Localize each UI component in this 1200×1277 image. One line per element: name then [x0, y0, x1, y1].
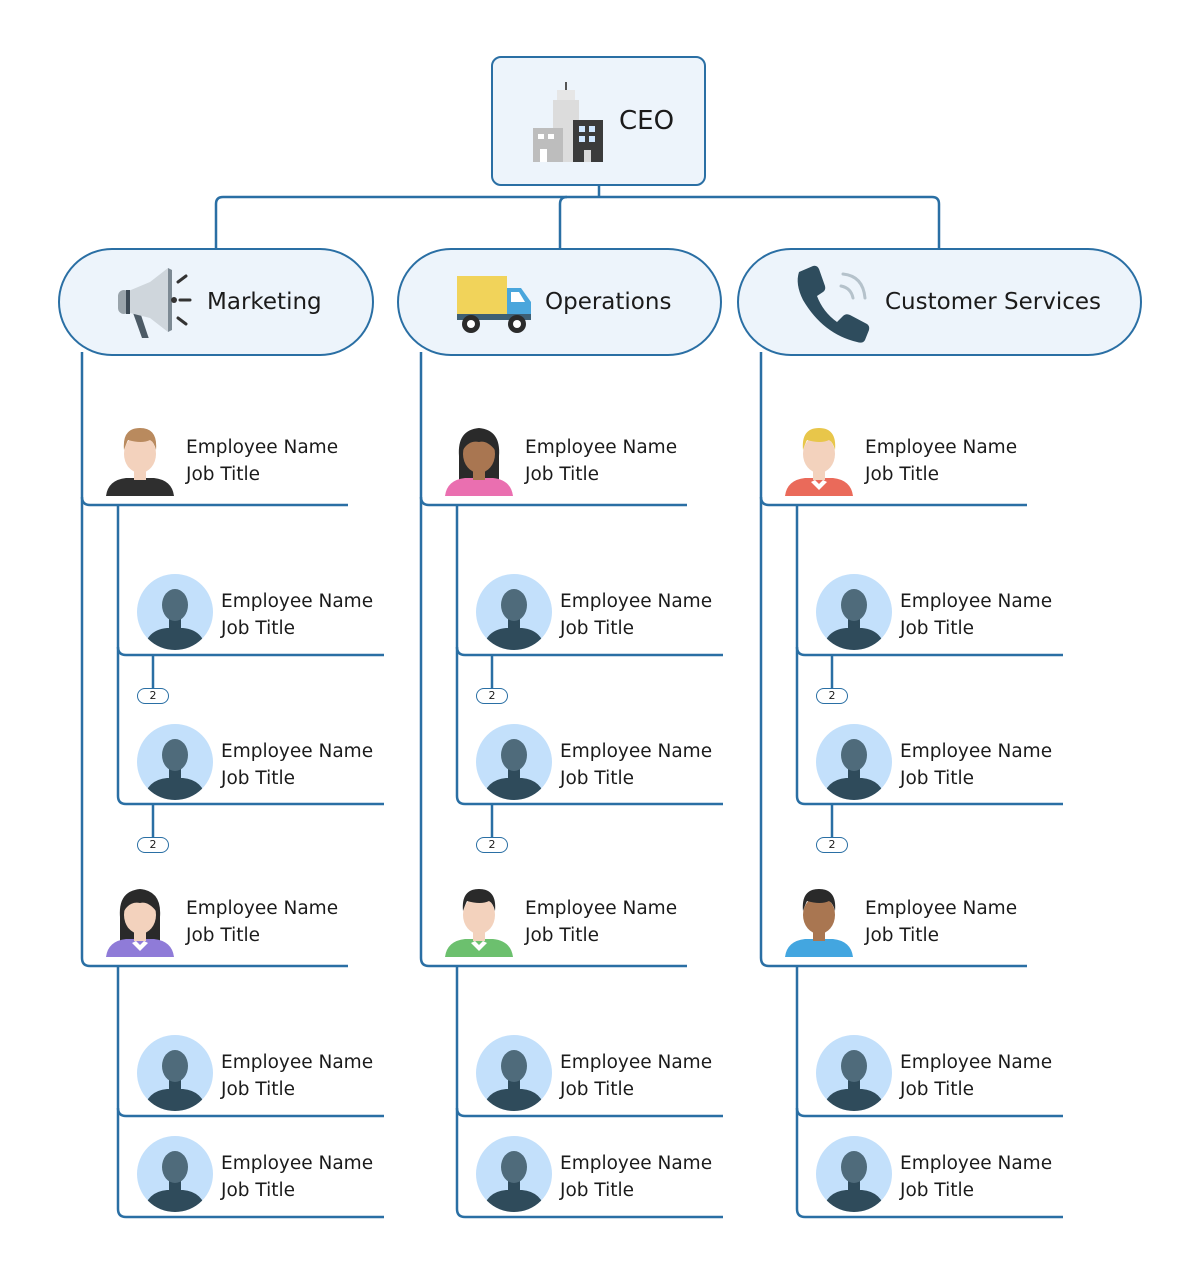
- job-title: Job Title: [221, 1079, 296, 1100]
- person-silhouette-icon: [476, 1136, 552, 1212]
- department-marketing[interactable]: Marketing: [58, 248, 374, 356]
- megaphone-icon: [118, 268, 192, 338]
- person-silhouette-icon: [816, 1136, 892, 1212]
- job-title: Job Title: [560, 768, 635, 789]
- delivery-truck-icon: [457, 276, 531, 333]
- job-title: Job Title: [560, 1180, 635, 1201]
- employee-name: Employee Name: [560, 591, 713, 612]
- job-title: Job Title: [900, 768, 975, 789]
- department-operations[interactable]: Operations: [397, 248, 722, 356]
- job-title: Job Title: [525, 925, 600, 946]
- person-silhouette-icon: [137, 574, 213, 650]
- employee-name: Employee Name: [525, 437, 678, 458]
- person-silhouette-icon: [137, 1136, 213, 1212]
- employee-name: Employee Name: [560, 1153, 713, 1174]
- person-silhouette-icon: [816, 574, 892, 650]
- job-title: Job Title: [186, 925, 261, 946]
- employee-name: Employee Name: [186, 898, 339, 919]
- office-buildings-icon: [533, 82, 603, 162]
- woman-dark-skin-pink-shirt-avatar: [441, 420, 517, 496]
- person-silhouette-icon: [476, 574, 552, 650]
- employee-name: Employee Name: [221, 741, 374, 762]
- department-customer-services[interactable]: Customer Services: [737, 248, 1142, 356]
- person-silhouette-icon: [816, 1035, 892, 1111]
- employee-name: Employee Name: [865, 898, 1018, 919]
- collapsed-count-badge[interactable]: 2: [137, 837, 169, 853]
- employee-name: Employee Name: [525, 898, 678, 919]
- collapsed-count-badge[interactable]: 2: [816, 688, 848, 704]
- job-title: Job Title: [525, 464, 600, 485]
- job-title: Job Title: [221, 618, 296, 639]
- person-silhouette-icon: [137, 724, 213, 800]
- employee-name: Employee Name: [560, 741, 713, 762]
- man-brown-hair-black-shirt-avatar: [102, 420, 178, 496]
- job-title: Job Title: [221, 768, 296, 789]
- ceo-label: CEO: [619, 106, 675, 136]
- job-title: Job Title: [865, 925, 940, 946]
- employee-name: Employee Name: [900, 591, 1053, 612]
- employee-name: Employee Name: [900, 741, 1053, 762]
- department-operations-label: Operations: [545, 289, 672, 315]
- employee-name: Employee Name: [900, 1153, 1053, 1174]
- employee-name: Employee Name: [221, 1052, 374, 1073]
- job-title: Job Title: [560, 618, 635, 639]
- job-title: Job Title: [900, 618, 975, 639]
- ceo-node[interactable]: CEO: [491, 56, 706, 186]
- job-title: Job Title: [221, 1180, 296, 1201]
- department-customer-services-label: Customer Services: [885, 289, 1102, 315]
- job-title: Job Title: [900, 1180, 975, 1201]
- person-silhouette-icon: [476, 1035, 552, 1111]
- job-title: Job Title: [560, 1079, 635, 1100]
- woman-black-hair-purple-shirt-avatar: [102, 881, 178, 957]
- collapsed-count-badge[interactable]: 2: [476, 688, 508, 704]
- job-title: Job Title: [865, 464, 940, 485]
- employee-name: Employee Name: [221, 1153, 374, 1174]
- employee-name: Employee Name: [221, 591, 374, 612]
- collapsed-count-badge[interactable]: 2: [816, 837, 848, 853]
- man-dark-skin-blue-shirt-avatar: [781, 881, 857, 957]
- collapsed-count-badge[interactable]: 2: [476, 837, 508, 853]
- collapsed-count-badge[interactable]: 2: [137, 688, 169, 704]
- person-silhouette-icon: [816, 724, 892, 800]
- department-marketing-label: Marketing: [207, 289, 322, 315]
- employee-name: Employee Name: [900, 1052, 1053, 1073]
- employee-name: Employee Name: [186, 437, 339, 458]
- person-silhouette-icon: [137, 1035, 213, 1111]
- person-silhouette-icon: [476, 724, 552, 800]
- job-title: Job Title: [186, 464, 261, 485]
- phone-ringing-icon: [797, 265, 870, 343]
- employee-name: Employee Name: [865, 437, 1018, 458]
- job-title: Job Title: [900, 1079, 975, 1100]
- man-black-hair-green-shirt-avatar: [441, 881, 517, 957]
- man-blond-hair-red-shirt-avatar: [781, 420, 857, 496]
- employee-name: Employee Name: [560, 1052, 713, 1073]
